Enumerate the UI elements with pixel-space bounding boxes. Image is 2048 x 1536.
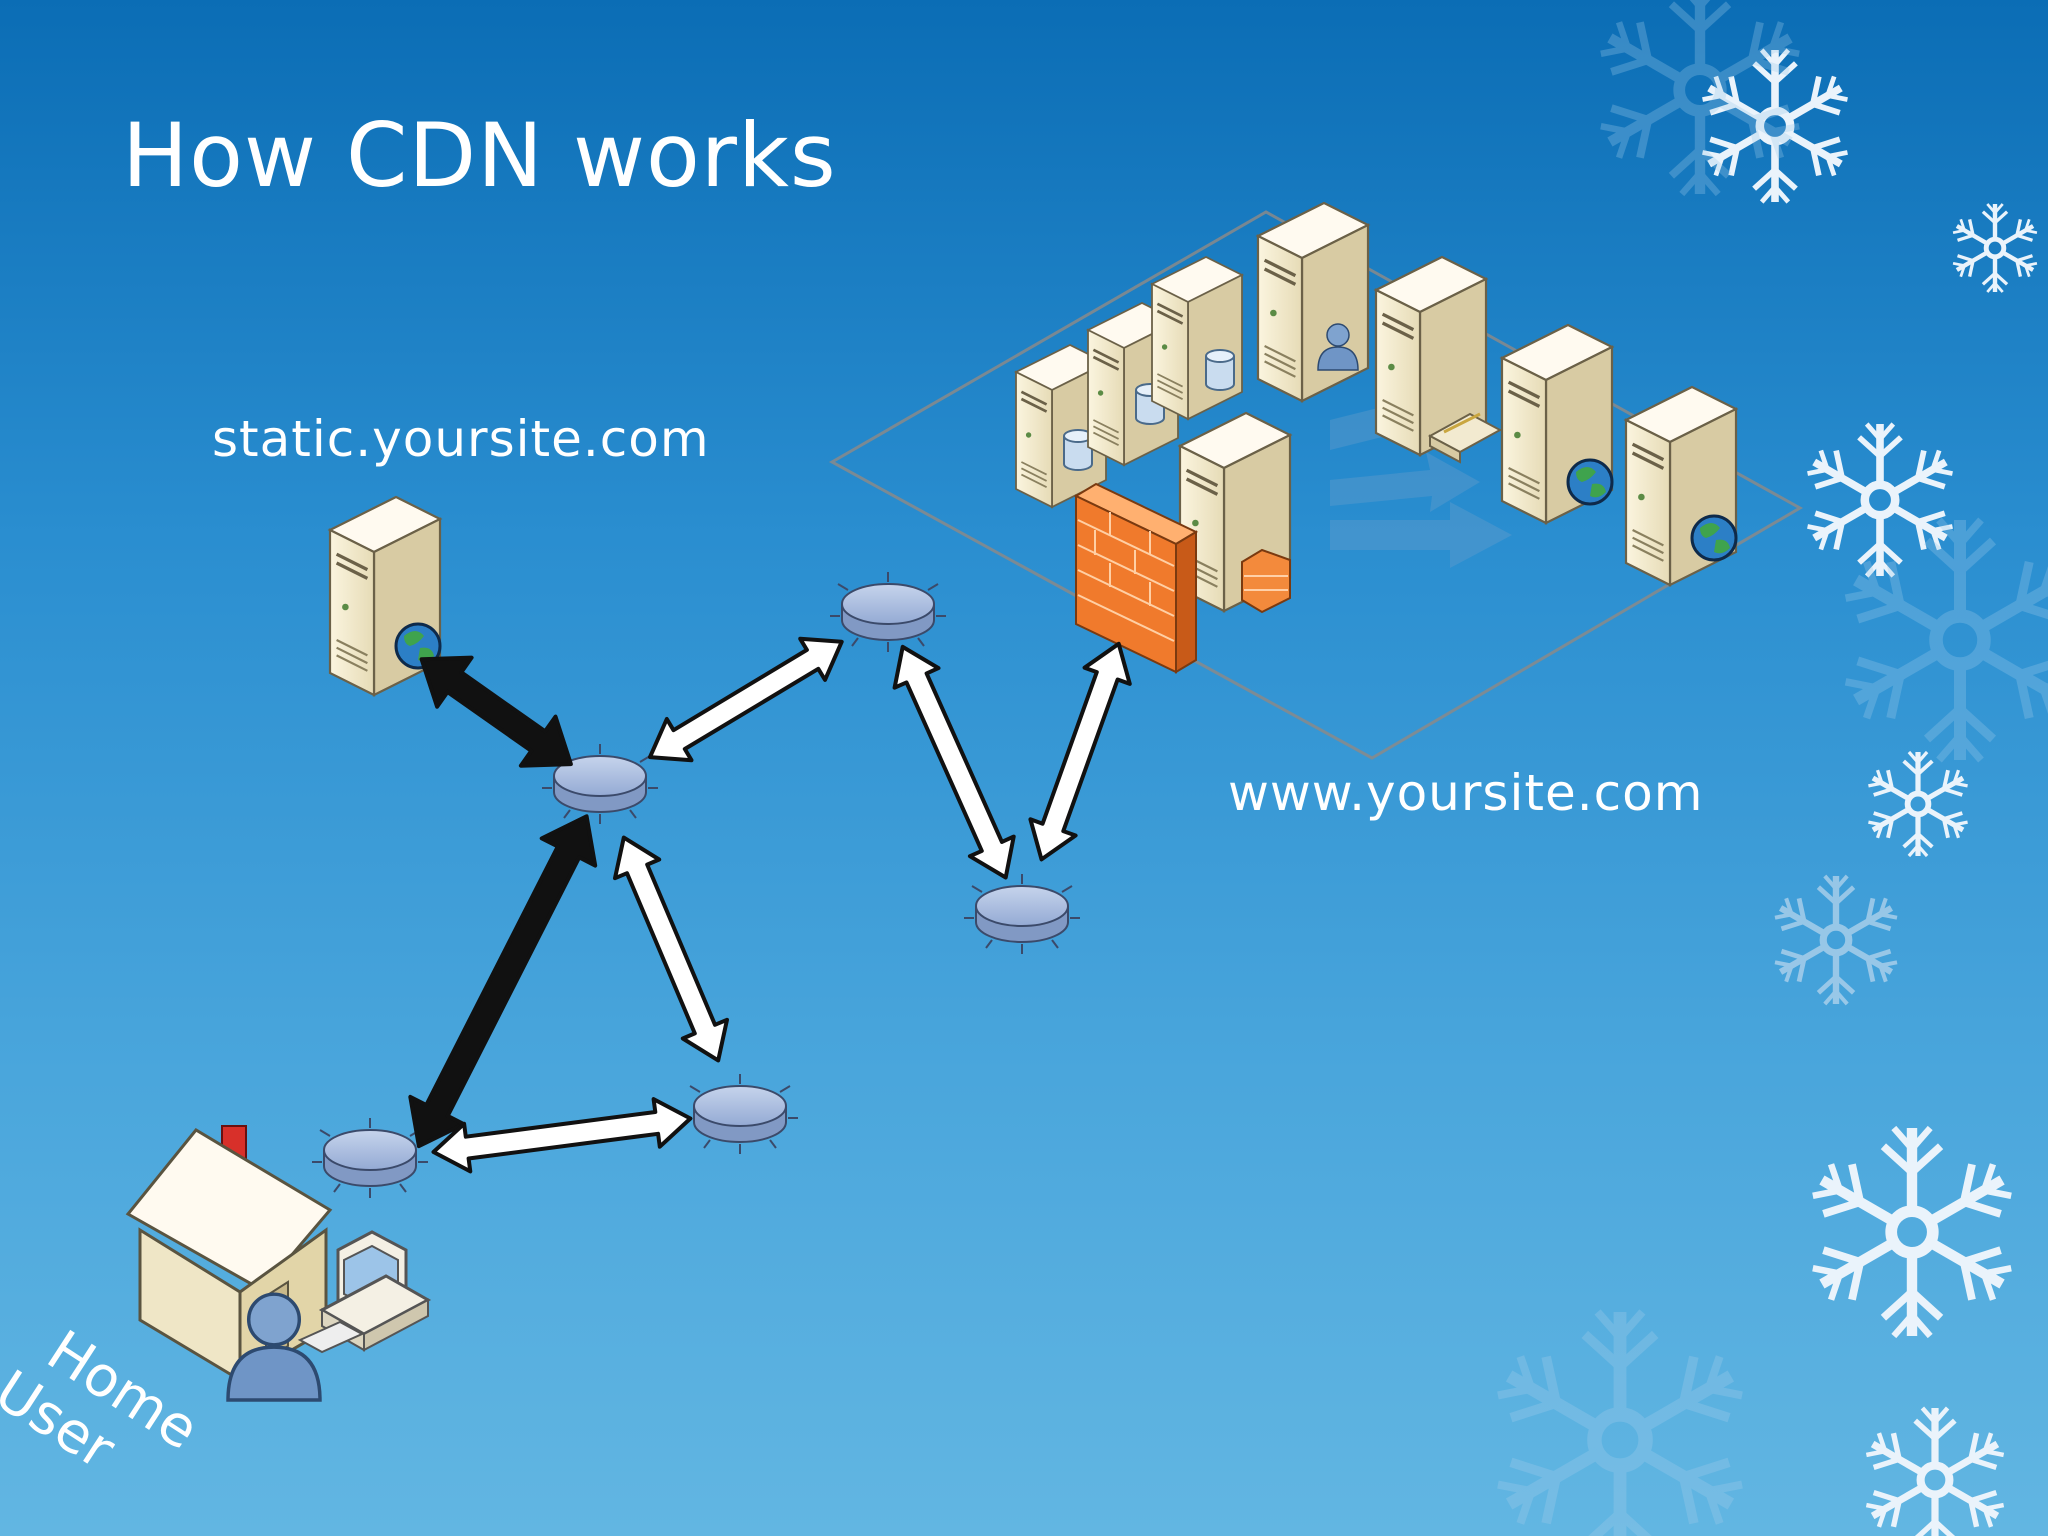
arrow-router-c-to-firewall [1028,641,1132,862]
database-server-icon [1150,255,1244,421]
router-e-icon [311,1117,429,1199]
arrow-router-e-to-router-d [431,1097,693,1174]
home-user-icon [125,1125,432,1402]
arrow-router-a-to-home-user [408,814,598,1149]
origin-datacenter [1014,201,1738,614]
switch-icon [1427,412,1503,464]
router-b-icon [829,571,947,653]
arrow-router-a-to-router-d [613,835,729,1063]
globe-icon [1690,514,1738,562]
directory-server-icon [1256,201,1370,403]
origin-host-label: www.yoursite.com [1228,764,1704,822]
arrow-router-a-to-router-b [648,636,844,763]
slide-title: How CDN works [122,104,837,207]
connection-arrows [408,636,1132,1174]
globe-icon [1566,458,1614,506]
computer-icon [297,1230,432,1354]
house-icon [125,1125,333,1383]
static-host-label: static.yoursite.com [212,410,710,468]
arrow-router-b-to-router-c [892,644,1016,880]
router-d-icon [681,1073,799,1155]
small-firewall-icon [1241,548,1291,614]
router-c-icon [963,873,1081,955]
firewall-icon [1073,482,1199,674]
database-icon [1205,349,1235,391]
arrow-router-a-to-static-server [419,655,573,768]
